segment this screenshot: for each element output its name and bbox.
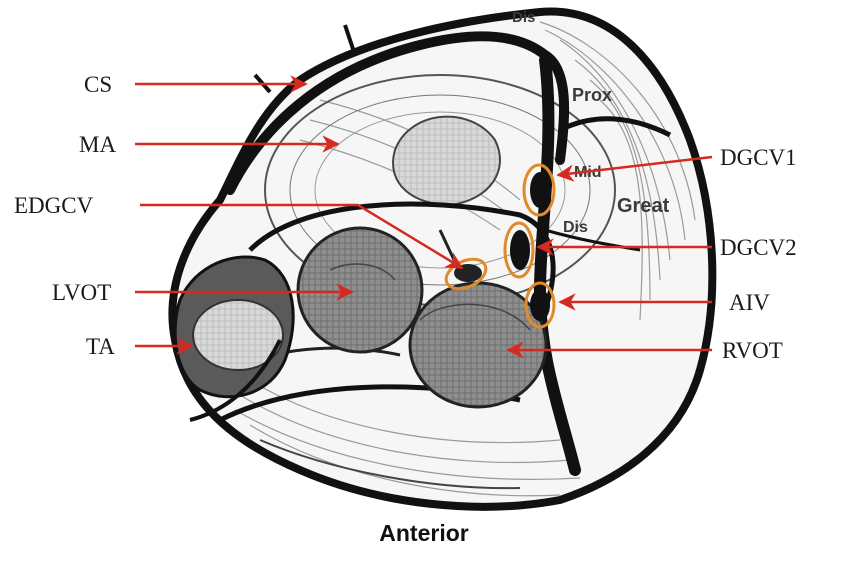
label-dgcv1: DGCV1 <box>720 145 797 170</box>
label-dgcv2: DGCV2 <box>720 235 797 260</box>
mitral-valve <box>393 117 500 205</box>
label-rvot: RVOT <box>722 338 783 363</box>
label-edgcv: EDGCV <box>14 193 94 218</box>
segment-label-prox: Prox <box>572 85 612 105</box>
label-cs: CS <box>84 72 112 97</box>
left-labels: CS MA EDGCV LVOT TA <box>14 72 116 359</box>
right-labels: DGCV1 DGCV2 AIV RVOT <box>720 145 797 363</box>
label-aiv: AIV <box>729 290 770 315</box>
lvot-valve <box>298 228 422 352</box>
segment-label-great: Great <box>617 195 670 217</box>
heart-drawing <box>172 12 712 507</box>
view-label-anterior: Anterior <box>379 520 469 546</box>
segment-label-dis: Dis <box>563 219 588 236</box>
label-ta: TA <box>86 334 115 359</box>
label-ma: MA <box>79 132 116 157</box>
label-lvot: LVOT <box>52 280 111 305</box>
segment-label-top-dis: Dis <box>512 9 535 26</box>
